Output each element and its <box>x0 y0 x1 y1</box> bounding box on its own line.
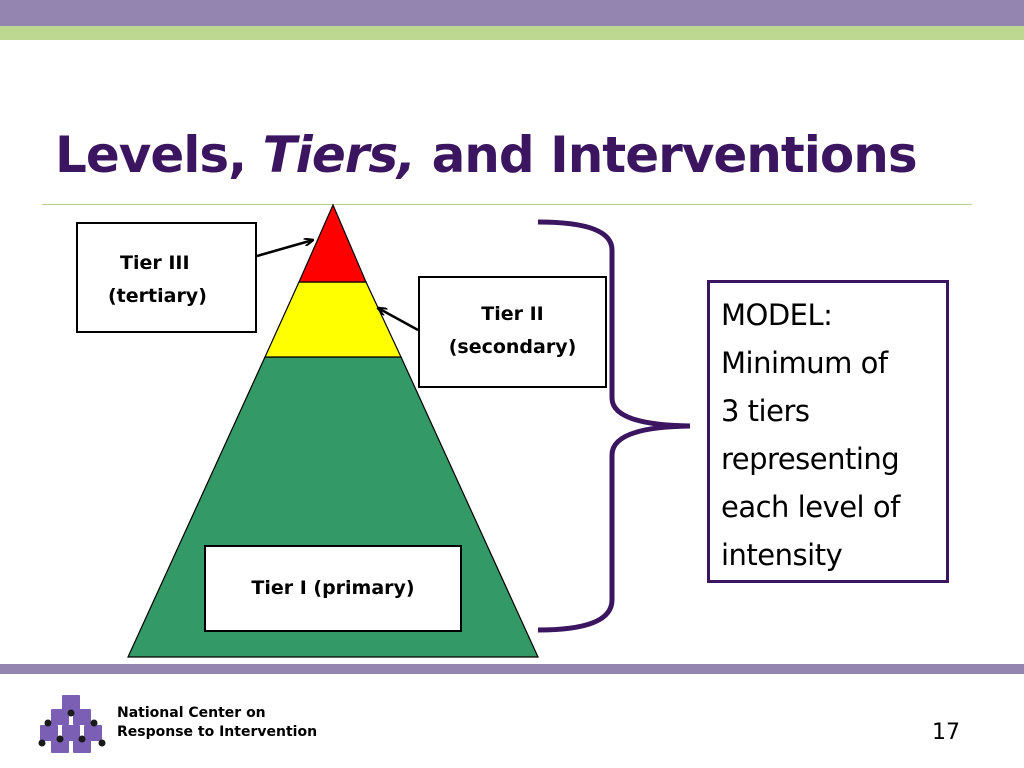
title-divider <box>42 204 972 205</box>
top-band-green <box>0 26 1024 40</box>
tier-3-arrow <box>256 240 313 258</box>
tier-3-label: Tier III <box>120 252 190 274</box>
model-description-box: MODEL: Minimum of 3 tiers representing e… <box>707 280 949 583</box>
tier-2-label-box: Tier II (secondary) <box>418 276 607 388</box>
org-name-line-1: National Center on <box>117 705 266 721</box>
model-line-4: representing <box>721 442 900 476</box>
tier-1-label-box: Tier I (primary) <box>204 545 462 632</box>
org-name-line-2: Response to Intervention <box>117 724 318 740</box>
model-line-3: 3 tiers <box>721 394 810 428</box>
model-line-6: intensity <box>721 538 843 572</box>
curly-brace <box>537 219 691 633</box>
top-band-purple <box>0 0 1024 26</box>
org-logo-icon <box>38 695 106 753</box>
tier-3-sublabel: (tertiary) <box>108 285 207 307</box>
tier-2-arrow <box>378 308 419 332</box>
tier-2-label: Tier II <box>481 303 544 325</box>
bottom-band-purple <box>0 664 1024 674</box>
org-name: National Center on Response to Intervent… <box>117 704 317 742</box>
tier-1-label: Tier I (primary) <box>251 577 415 599</box>
pyramid-tier-3-segment <box>298 203 367 283</box>
model-line-1: MODEL: <box>721 298 833 332</box>
tier-3-label-box: Tier III (tertiary) <box>76 222 257 333</box>
page-number: 17 <box>932 720 960 745</box>
model-line-2: Minimum of <box>721 346 888 380</box>
pyramid-tier-2-segment <box>264 281 402 358</box>
model-line-5: each level of <box>721 490 900 524</box>
slide-title: Levels, Tiers, and Interventions <box>55 126 918 184</box>
tier-2-sublabel: (secondary) <box>448 336 577 358</box>
